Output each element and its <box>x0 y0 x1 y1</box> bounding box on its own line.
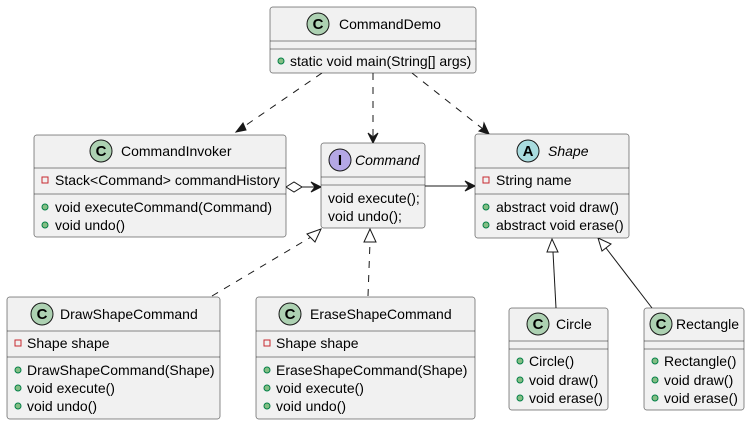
abstract-a-icon-letter: A <box>523 143 534 160</box>
class-c-icon-letter: C <box>96 143 107 160</box>
method: void erase() <box>529 390 603 406</box>
realization-triangle <box>363 227 377 243</box>
method: void undo() <box>276 398 346 414</box>
public-method-icon <box>14 366 22 374</box>
method: Rectangle() <box>664 353 736 369</box>
dependency-demo-invoker <box>235 72 323 133</box>
method: void undo() <box>27 398 97 414</box>
class-name: Shape <box>548 143 589 159</box>
method: void execute() <box>27 380 115 396</box>
class-c-icon <box>526 312 550 336</box>
class-commandinvoker[interactable]: C CommandInvoker Stack<Command> commandH… <box>33 134 287 238</box>
public-method-icon <box>651 357 659 365</box>
class-c-icon-letter: C <box>285 306 296 323</box>
field: Shape shape <box>276 335 359 351</box>
method: abstract void erase() <box>496 217 624 233</box>
public-method-icon <box>41 221 49 229</box>
class-name: CommandInvoker <box>121 143 232 159</box>
method: void draw() <box>529 372 598 388</box>
public-method-icon <box>14 402 22 410</box>
method: void draw() <box>664 372 733 388</box>
field: Shape shape <box>27 335 110 351</box>
method: void undo(); <box>328 208 402 224</box>
private-field-icon <box>482 176 490 184</box>
method: void execute() <box>276 380 364 396</box>
class-c-icon <box>30 302 54 326</box>
private-field-icon <box>41 176 49 184</box>
dependency-demo-shape <box>411 72 489 134</box>
public-method-icon <box>14 384 22 392</box>
arrow-head <box>477 121 490 135</box>
public-method-icon <box>516 357 524 365</box>
realization-draw-command <box>211 236 312 297</box>
generalization-rectangle-shape <box>605 247 653 309</box>
class-c-icon <box>649 312 673 336</box>
class-c-icon-letter: C <box>533 316 544 333</box>
arrow-head <box>310 181 323 193</box>
arrow-head <box>234 122 247 133</box>
generalization-triangle <box>597 237 612 252</box>
method: void execute(); <box>328 190 420 206</box>
public-method-icon <box>516 394 524 402</box>
public-method-icon <box>516 376 524 384</box>
method: Circle() <box>529 353 574 369</box>
method: void erase() <box>664 390 738 406</box>
interface-command[interactable]: I Command void execute(); void undo(); <box>320 142 426 229</box>
generalization-triangle <box>546 237 559 253</box>
private-field-icon <box>263 339 271 347</box>
class-c-icon <box>89 139 113 163</box>
public-method-icon <box>482 221 490 229</box>
public-method-icon <box>41 203 49 211</box>
class-name: Circle <box>556 316 592 332</box>
method: void undo() <box>55 217 125 233</box>
method: void executeCommand(Command) <box>55 199 272 215</box>
method: abstract void draw() <box>496 199 619 215</box>
class-name: EraseShapeCommand <box>310 306 452 322</box>
class-rectangle[interactable]: C Rectangle Rectangle() void draw() void… <box>643 307 745 411</box>
abstract-class-shape[interactable]: A Shape String name abstract void draw()… <box>474 133 630 239</box>
class-drawshapecommand[interactable]: C DrawShapeCommand Shape shape DrawShape… <box>6 296 221 420</box>
relations <box>211 72 653 309</box>
class-c-icon <box>306 12 330 36</box>
method: static void main(String[] args) <box>290 53 471 69</box>
private-field-icon <box>14 339 22 347</box>
public-method-icon <box>263 366 271 374</box>
method: EraseShapeCommand(Shape) <box>276 362 467 378</box>
class-eraseshapecommand[interactable]: C EraseShapeCommand Shape shape EraseSha… <box>255 296 476 420</box>
public-method-icon <box>263 402 271 410</box>
class-c-icon-letter: C <box>656 316 667 333</box>
interface-name: Command <box>355 152 421 168</box>
class-c-icon-letter: C <box>313 16 324 33</box>
public-method-icon <box>263 384 271 392</box>
public-method-icon <box>277 57 285 65</box>
generalization-circle-shape <box>552 251 557 309</box>
realization-erase-command <box>367 241 371 297</box>
class-circle[interactable]: C Circle Circle() void draw() void erase… <box>508 307 609 411</box>
public-method-icon <box>651 394 659 402</box>
class-c-icon <box>278 302 302 326</box>
method: DrawShapeCommand(Shape) <box>27 362 215 378</box>
class-name: Rectangle <box>676 316 739 332</box>
arrow-head <box>367 132 379 145</box>
public-method-icon <box>651 376 659 384</box>
interface-i-icon <box>328 148 352 172</box>
interface-i-icon-letter: I <box>338 152 342 169</box>
realization-triangle <box>306 228 322 243</box>
aggregation-diamond <box>285 181 303 193</box>
abstract-a-icon <box>516 139 540 163</box>
arrow-head <box>464 180 477 192</box>
public-method-icon <box>482 203 490 211</box>
class-c-icon-letter: C <box>37 306 48 323</box>
class-name: CommandDemo <box>339 16 441 32</box>
field: Stack<Command> commandHistory <box>55 172 280 188</box>
field: String name <box>496 172 572 188</box>
class-commanddemo[interactable]: C CommandDemo static void main(String[] … <box>269 6 477 74</box>
class-name: DrawShapeCommand <box>60 306 198 322</box>
